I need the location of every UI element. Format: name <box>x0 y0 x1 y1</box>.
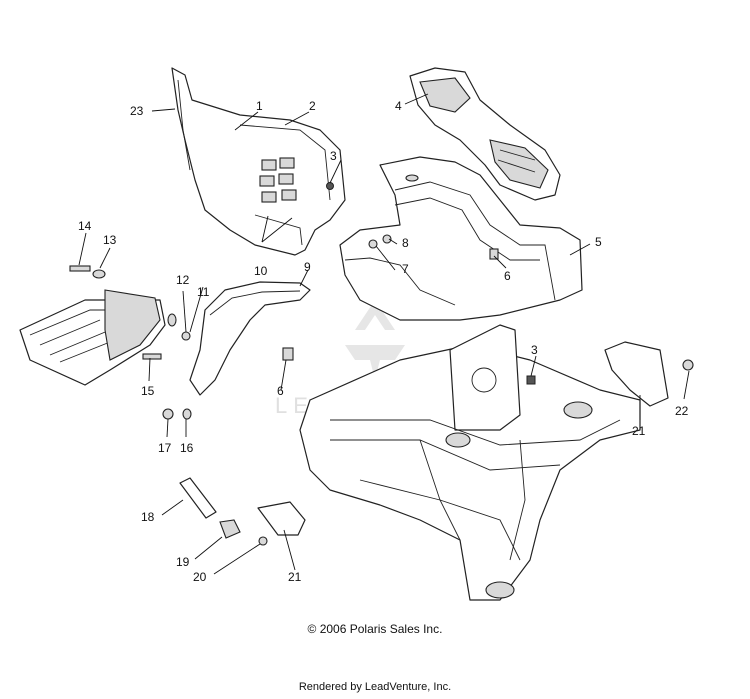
callout-22: 22 <box>675 404 689 418</box>
footrest <box>19 289 166 386</box>
callout-21: 21 <box>288 570 302 584</box>
callout-6: 6 <box>504 269 511 283</box>
callout-15: 15 <box>141 384 155 398</box>
lower-hardware <box>179 477 306 546</box>
callout-3-right: 3 <box>531 343 538 357</box>
rendered-by-credit: Rendered by LeadVenture, Inc. <box>298 681 452 693</box>
callout-10: 10 <box>254 264 268 278</box>
callout-12: 12 <box>176 273 190 287</box>
fender-fasteners <box>326 182 499 260</box>
callout-6-left: 6 <box>277 384 284 398</box>
callout-14: 14 <box>78 219 92 233</box>
left-fender-panel <box>171 67 346 256</box>
callout-labels: 23 1 2 3 4 5 6 8 7 9 10 14 13 12 11 15 6… <box>78 99 689 584</box>
front-cover <box>409 67 561 201</box>
callout-13: 13 <box>103 233 117 247</box>
callout-18: 18 <box>141 510 155 524</box>
clip-6 <box>282 347 294 361</box>
callout-17: 17 <box>158 441 172 455</box>
callout-8: 8 <box>402 236 409 250</box>
callout-3: 3 <box>330 149 337 163</box>
right-bracket-hardware <box>526 341 694 407</box>
callout-21-right: 21 <box>632 424 646 438</box>
callout-2: 2 <box>309 99 316 113</box>
leader-lines <box>78 93 690 575</box>
callout-11: 11 <box>197 285 210 299</box>
callout-23: 23 <box>130 104 144 118</box>
callout-5: 5 <box>595 235 602 249</box>
callout-20: 20 <box>193 570 207 584</box>
callout-16: 16 <box>180 441 194 455</box>
callout-4: 4 <box>395 99 402 113</box>
callout-7: 7 <box>402 262 409 276</box>
callout-1: 1 <box>256 99 263 113</box>
copyright-notice: © 2006 Polaris Sales Inc. <box>307 622 443 636</box>
chassis-frame <box>299 324 641 601</box>
front-fender <box>339 156 583 321</box>
callout-19: 19 <box>176 555 190 569</box>
callout-9: 9 <box>304 260 311 274</box>
mud-flap <box>189 281 311 396</box>
